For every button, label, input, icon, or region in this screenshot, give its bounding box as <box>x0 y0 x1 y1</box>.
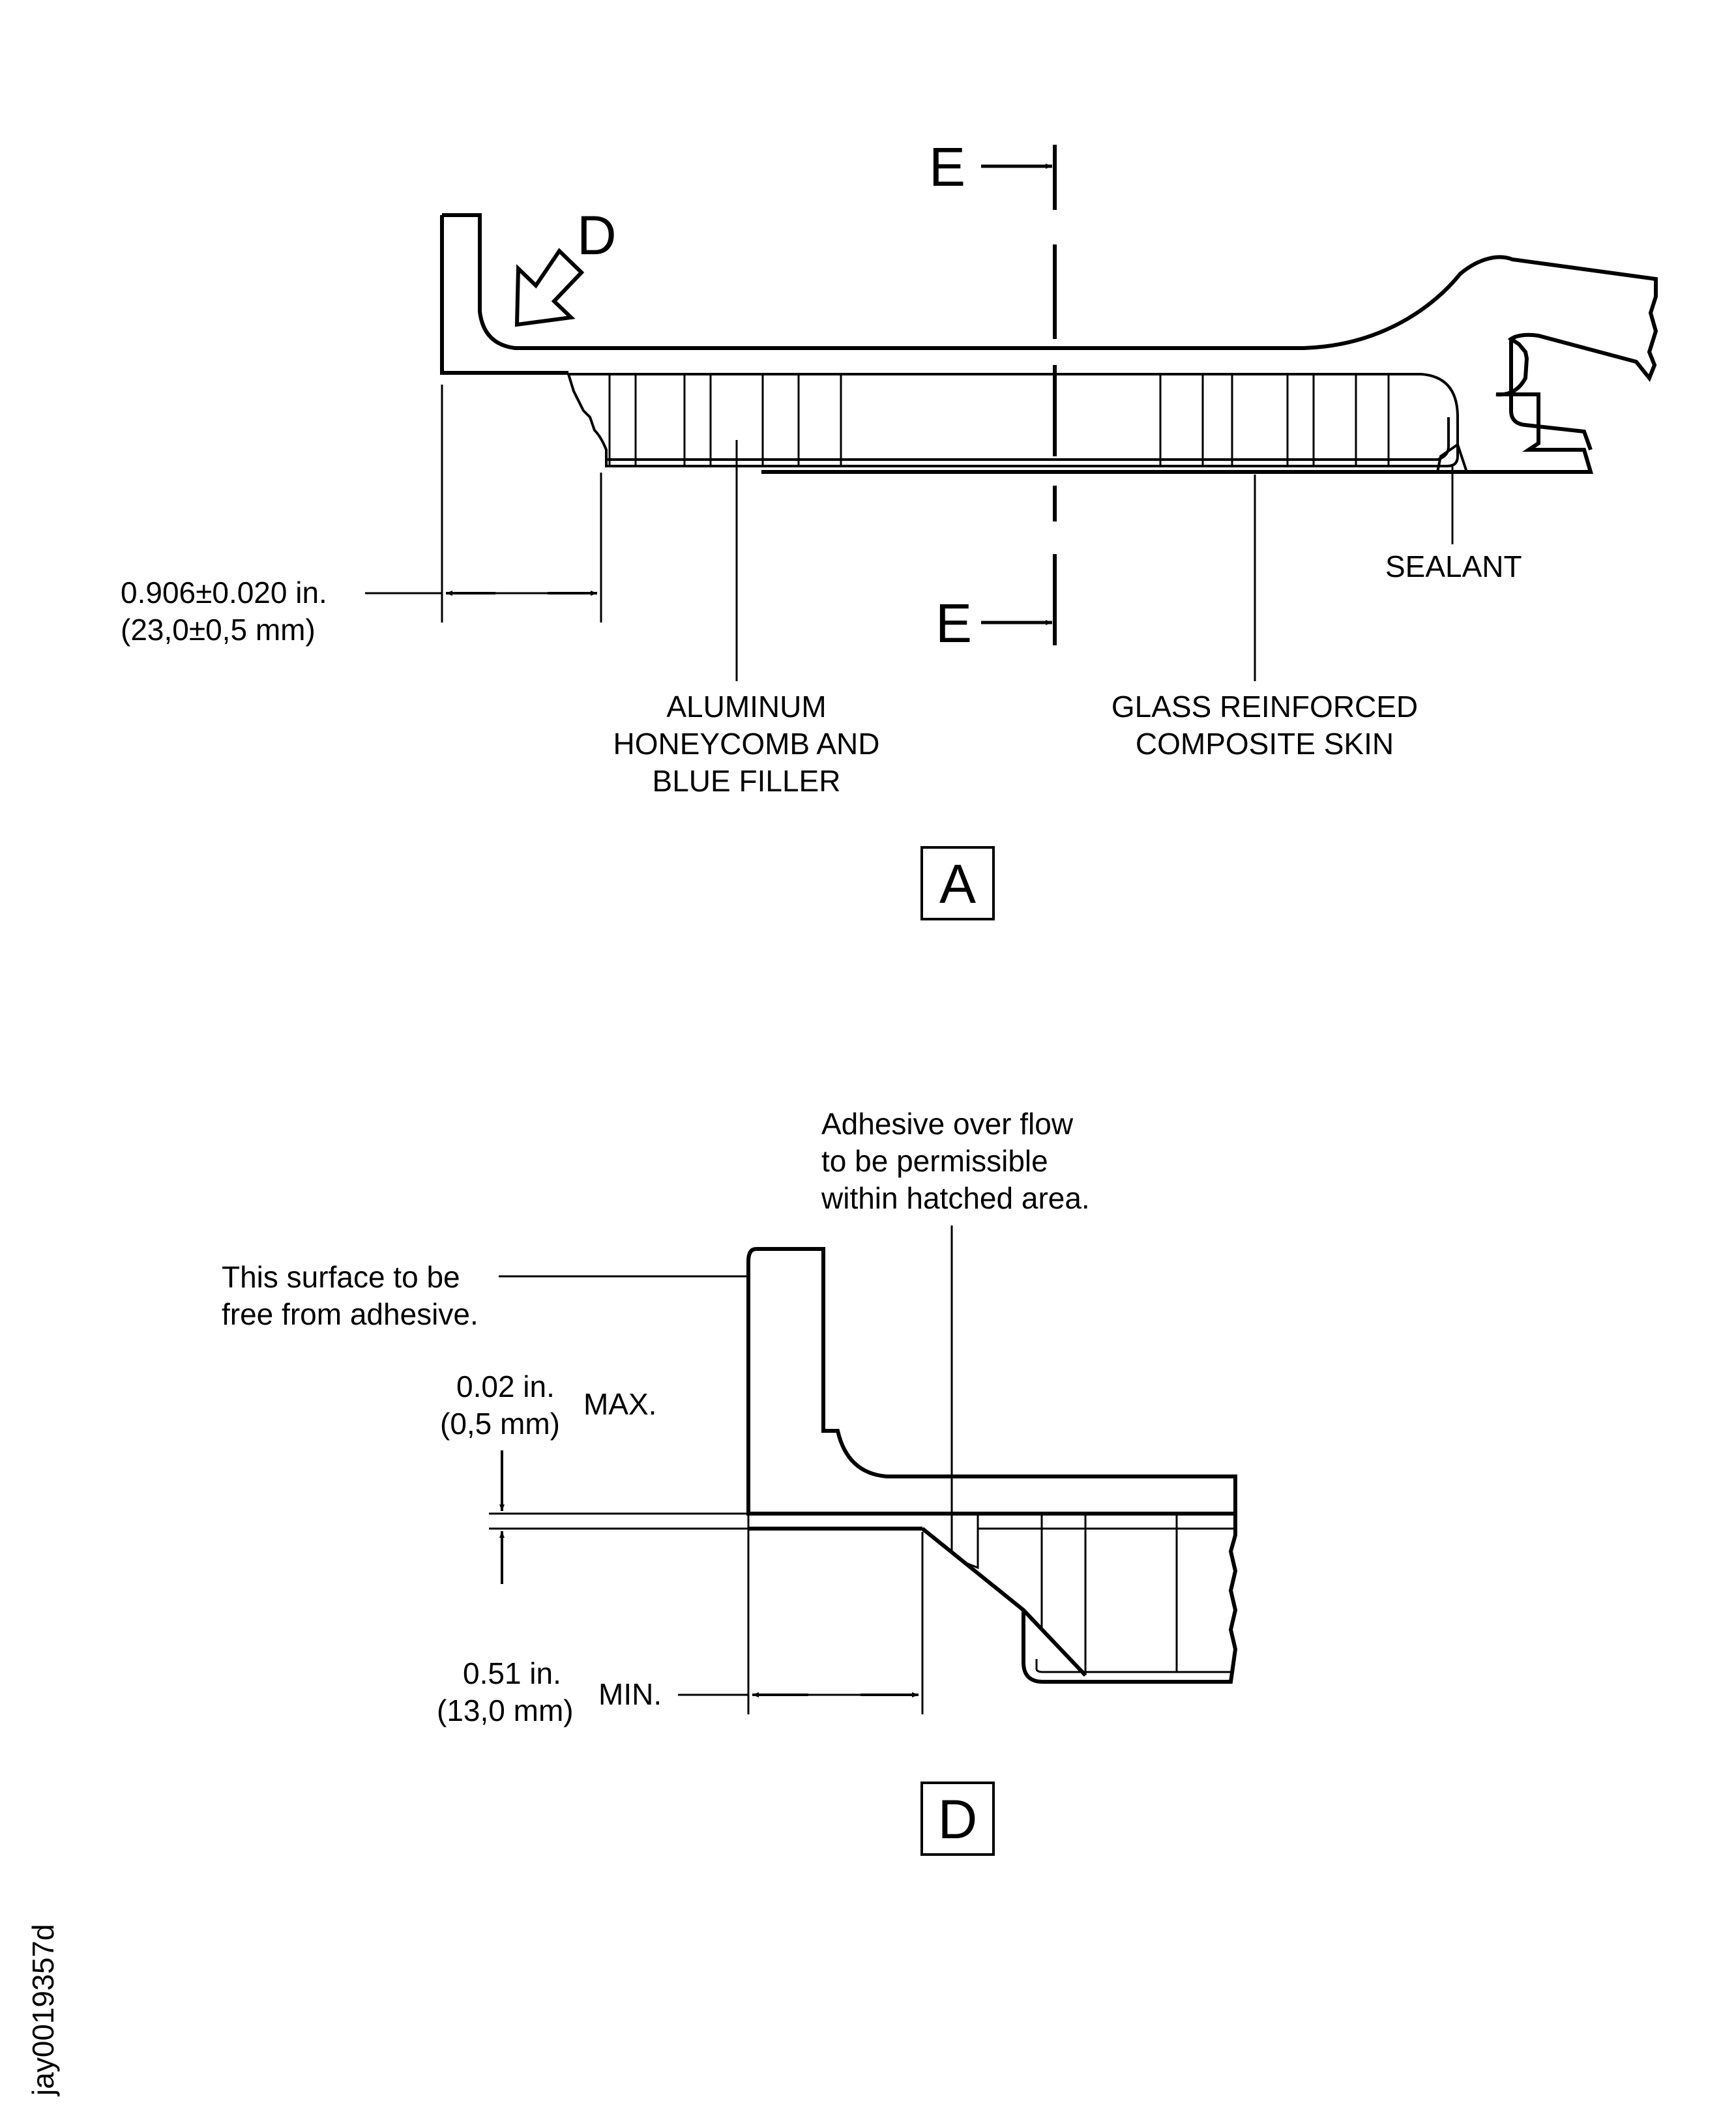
svg-text:BLUE FILLER: BLUE FILLER <box>653 764 841 798</box>
dimension-0906-metric: (23,0±0,5 mm) <box>121 613 316 647</box>
surface-note-line1: This surface to be <box>222 1260 460 1294</box>
view-d-label-box <box>920 1782 995 1856</box>
view-a-label-box <box>920 846 995 920</box>
min-dim-metric: (13,0 mm) <box>437 1694 574 1727</box>
min-dim-imperial: 0.51 in. <box>463 1656 561 1690</box>
composite-skin <box>605 417 1450 461</box>
skin-callout: GLASS REINFORCED COMPOSITE SKIN <box>1111 690 1418 761</box>
section-line-e <box>981 145 1057 645</box>
frame-flange <box>440 215 568 375</box>
svg-text:COMPOSITE SKIN: COMPOSITE SKIN <box>1136 727 1394 761</box>
dimension-0906 <box>365 385 602 623</box>
adhesive-hatch-area <box>747 1512 979 1570</box>
view-d-arrow-label: D <box>577 205 617 266</box>
core-cell-walls <box>978 1514 1235 1675</box>
max-dim-imperial: 0.02 in. <box>456 1370 555 1403</box>
core-outline <box>978 1512 1238 1684</box>
adhesive-note-line1: Adhesive over flow <box>821 1107 1074 1141</box>
section-marker-top: E <box>929 136 965 198</box>
view-d-drawing: This surface to be free from adhesive. A… <box>222 1107 1238 1856</box>
frame-hook <box>1509 340 1593 451</box>
honeycomb-callout: ALUMINUM HONEYCOMB AND BLUE FILLER <box>613 690 880 798</box>
figure-id: jay0019357d <box>26 1924 60 2097</box>
view-a-drawing: E E D 0.906±0.020 in. (23,0±0,5 mm) SEAL… <box>121 136 1658 920</box>
min-dim-qualifier: MIN. <box>598 1677 662 1711</box>
adhesive-note-line2: to be permissible <box>821 1144 1048 1178</box>
max-dim-metric: (0,5 mm) <box>440 1407 560 1441</box>
svg-text:GLASS REINFORCED: GLASS REINFORCED <box>1111 690 1418 724</box>
view-d-arrow <box>514 248 585 327</box>
section-marker-bottom: E <box>935 593 972 654</box>
view-d-label: D <box>938 1789 978 1850</box>
frame-profile <box>442 213 1658 474</box>
chamfer-edge <box>921 1527 1087 1677</box>
honeycomb-panel <box>566 373 1459 467</box>
sealant-fillet <box>1435 442 1469 473</box>
adhesive-note-line3: within hatched area. <box>821 1181 1090 1215</box>
dimension-min <box>678 1529 924 1714</box>
sealant-callout: SEALANT <box>1385 550 1522 583</box>
bracket-outline <box>746 1247 1237 1516</box>
dimension-max <box>489 1450 748 1584</box>
dimension-0906-imperial: 0.906±0.020 in. <box>121 576 327 609</box>
view-a-label: A <box>939 853 976 915</box>
svg-text:ALUMINUM: ALUMINUM <box>666 690 826 724</box>
surface-note-line2: free from adhesive. <box>222 1297 478 1331</box>
max-dim-qualifier: MAX. <box>583 1387 656 1421</box>
svg-text:HONEYCOMB AND: HONEYCOMB AND <box>613 727 880 761</box>
honeycomb-cell-walls <box>608 374 1390 466</box>
